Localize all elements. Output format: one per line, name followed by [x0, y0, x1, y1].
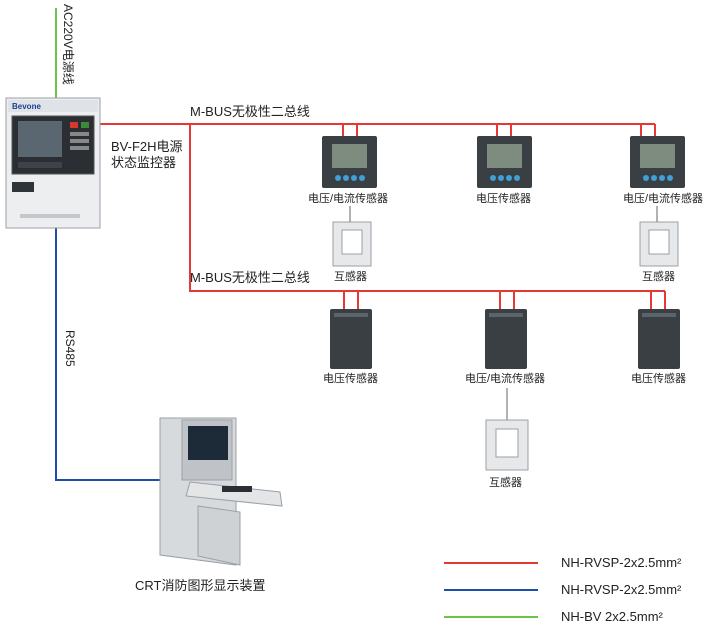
legend-label-2: NH-RVSP-2x2.5mm²	[561, 582, 682, 597]
row1-sensor-1-label: 电压/电流传感器	[308, 193, 389, 205]
crt-label: CRT消防图形显示装置	[135, 578, 266, 593]
row2-ct-shape	[485, 419, 529, 471]
row1-ct-1-shape	[332, 221, 372, 267]
monitor-button-red	[70, 122, 78, 128]
row2-ct-label: 互感器	[489, 477, 522, 489]
row1-meter-1-shape	[322, 136, 377, 188]
legend-label-3: NH-BV 2x2.5mm²	[561, 609, 663, 624]
bus-line-bottom	[100, 123, 665, 292]
legend-label-1: NH-RVSP-2x2.5mm²	[561, 555, 682, 570]
row1-ct-1-label: 互感器	[334, 271, 367, 283]
row2-module-3-shape	[638, 309, 680, 369]
monitor-name-line2: 状态监控器	[111, 155, 177, 170]
rs485-label: RS485	[63, 330, 77, 367]
row2-sensor-1-label: 电压传感器	[323, 373, 378, 385]
row1-ct-2-shape	[639, 221, 679, 267]
monitor-cabinet: Bevone	[5, 97, 101, 229]
rs485-line	[55, 228, 160, 481]
row1-sensor-2-label: 电压传感器	[476, 193, 531, 205]
row2-module-2-shape	[485, 309, 527, 369]
monitor-name-line1: BV-F2H电源	[111, 139, 183, 154]
row1-sensor-3-label: 电压/电流传感器	[623, 193, 704, 205]
row2-sensor-3-label: 电压传感器	[631, 373, 686, 385]
bus-label-bottom: M-BUS无极性二总线	[190, 270, 310, 285]
row1-meter-3-shape	[630, 136, 685, 188]
power-line-label: AC220V电源线	[61, 4, 75, 85]
row1-meter-2-shape	[477, 136, 532, 188]
bus-label-top: M-BUS无极性二总线	[190, 104, 310, 119]
row1-ct-2-label: 互感器	[642, 271, 675, 283]
row2-sensor-2-label: 电压/电流传感器	[465, 373, 546, 385]
crt-kiosk-shape	[159, 417, 283, 566]
monitor-brand: Bevone	[12, 102, 41, 111]
row2-module-1-shape	[330, 309, 372, 369]
